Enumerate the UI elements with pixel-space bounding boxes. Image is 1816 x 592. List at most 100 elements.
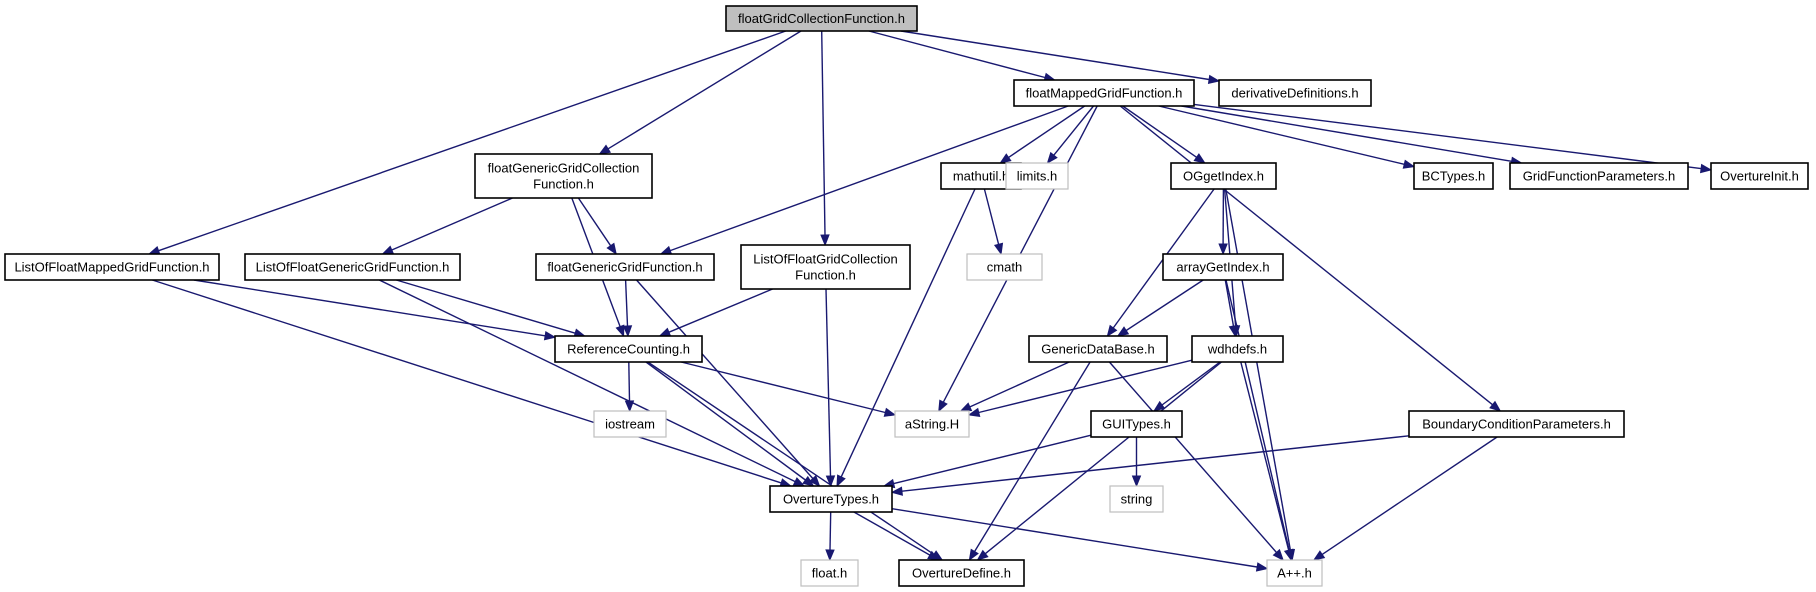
edges-layer: [147, 30, 1713, 572]
node-gendb[interactable]: GenericDataBase.h: [1028, 335, 1168, 363]
node-bctypes[interactable]: BCTypes.h: [1413, 162, 1494, 190]
arrowhead-icon: [993, 242, 1004, 256]
node-app[interactable]: A++.h: [1266, 559, 1323, 587]
node-box[interactable]: [1170, 162, 1277, 190]
node-ovdefine[interactable]: OvertureDefine.h: [898, 559, 1025, 587]
edge-line: [645, 361, 806, 481]
arrowhead-icon: [1207, 74, 1221, 85]
arrowhead-icon: [1283, 548, 1294, 562]
edge-wdhdefs-to-ovdefine: [976, 361, 1222, 561]
arrowhead-icon: [658, 327, 672, 337]
node-box[interactable]: [966, 253, 1043, 281]
node-guitypes[interactable]: GUITypes.h: [1090, 410, 1183, 438]
arrowhead-icon: [1255, 562, 1269, 572]
node-label: OGgetIndex.h: [1183, 169, 1264, 184]
edge-lofmgf-to-ovtypes: [152, 279, 792, 488]
edge-line: [668, 288, 773, 333]
node-box[interactable]: [1090, 410, 1183, 438]
node-label: GUITypes.h: [1102, 417, 1171, 432]
node-box[interactable]: [740, 244, 911, 290]
node-refcount[interactable]: ReferenceCounting.h: [554, 335, 703, 363]
node-box[interactable]: [1266, 559, 1323, 587]
arrowhead-icon: [1116, 326, 1130, 337]
node-bcparams[interactable]: BoundaryConditionParameters.h: [1408, 410, 1625, 438]
node-root[interactable]: floatGridCollectionFunction.h: [725, 5, 918, 32]
edge-line: [396, 279, 576, 334]
arrowhead-icon: [1489, 400, 1502, 412]
node-oggetindex[interactable]: OGgetIndex.h: [1170, 162, 1277, 190]
node-box[interactable]: [474, 153, 653, 199]
node-label: float.h: [812, 566, 847, 581]
edge-refcount-to-ovdefine: [647, 361, 944, 561]
node-box[interactable]: [554, 335, 703, 363]
node-box[interactable]: [1710, 162, 1809, 190]
edge-line: [1108, 361, 1278, 553]
node-box[interactable]: [1191, 335, 1284, 363]
node-label: BoundaryConditionParameters.h: [1422, 417, 1611, 432]
node-box[interactable]: [535, 253, 715, 281]
arrowhead-icon: [1700, 163, 1713, 174]
arrowhead-icon: [792, 477, 806, 487]
node-limits[interactable]: limits.h: [1005, 162, 1069, 190]
node-box[interactable]: [4, 253, 220, 281]
node-lofggf[interactable]: ListOfFloatGenericGridFunction.h: [244, 253, 461, 281]
node-deriv[interactable]: derivativeDefinitions.h: [1218, 79, 1372, 107]
node-box[interactable]: [244, 253, 461, 281]
arrowhead-icon: [615, 324, 625, 338]
edge-line: [1158, 105, 1405, 165]
node-wdhdefs[interactable]: wdhdefs.h: [1191, 335, 1284, 363]
arrowhead-icon: [959, 402, 973, 412]
node-iostream[interactable]: iostream: [593, 410, 667, 438]
node-floath[interactable]: float.h: [800, 559, 859, 587]
arrowhead-icon: [883, 407, 897, 417]
node-box[interactable]: [769, 485, 893, 513]
edge-line: [378, 279, 796, 483]
node-label: OvertureTypes.h: [783, 492, 879, 507]
node-box[interactable]: [1028, 335, 1168, 363]
node-box[interactable]: [1408, 410, 1625, 438]
node-label: Function.h: [795, 268, 856, 283]
arrowhead-icon: [622, 325, 633, 338]
edge-line: [868, 30, 1046, 79]
edge-line: [669, 105, 1069, 252]
node-box[interactable]: [1509, 162, 1689, 190]
node-lofmgf[interactable]: ListOfFloatMappedGridFunction.h: [4, 253, 220, 281]
edge-line: [901, 435, 1410, 492]
node-string[interactable]: string: [1109, 485, 1164, 513]
node-gfp[interactable]: GridFunctionParameters.h: [1509, 162, 1689, 190]
node-box[interactable]: [725, 5, 918, 32]
node-label: OvertureInit.h: [1720, 169, 1799, 184]
node-box[interactable]: [593, 410, 667, 438]
edge-ovtypes-to-ovdefine: [853, 511, 940, 561]
edge-fggf-to-refcount: [622, 279, 633, 338]
node-fggf[interactable]: floatGenericGridFunction.h: [535, 253, 715, 281]
edge-arraygetindex-to-gendb: [1116, 279, 1204, 337]
arrowhead-icon: [968, 548, 979, 562]
node-box[interactable]: [1162, 253, 1284, 281]
edge-guitypes-to-string: [1131, 437, 1142, 488]
node-fmgf[interactable]: floatMappedGridFunction.h: [1013, 79, 1195, 107]
edge-line: [840, 188, 976, 478]
node-box[interactable]: [898, 559, 1025, 587]
edge-ovtypes-to-app: [891, 508, 1269, 572]
node-box[interactable]: [1013, 79, 1195, 107]
node-cmath[interactable]: cmath: [966, 253, 1043, 281]
node-ovtypes[interactable]: OvertureTypes.h: [769, 485, 893, 513]
node-box[interactable]: [1413, 162, 1494, 190]
node-arraygetindex[interactable]: arrayGetIndex.h: [1162, 253, 1284, 281]
node-box[interactable]: [800, 559, 859, 587]
node-box[interactable]: [1005, 162, 1069, 190]
edge-line: [391, 197, 513, 251]
node-ovinit[interactable]: OvertureInit.h: [1710, 162, 1809, 190]
edge-line: [577, 197, 612, 247]
node-box[interactable]: [1109, 485, 1164, 513]
edge-root-to-lofmgf: [147, 30, 787, 256]
node-astring[interactable]: aString.H: [894, 410, 970, 438]
node-box[interactable]: [1218, 79, 1372, 107]
node-label: ListOfFloatMappedGridFunction.h: [14, 260, 209, 275]
node-box[interactable]: [894, 410, 970, 438]
edge-line: [1122, 105, 1197, 158]
